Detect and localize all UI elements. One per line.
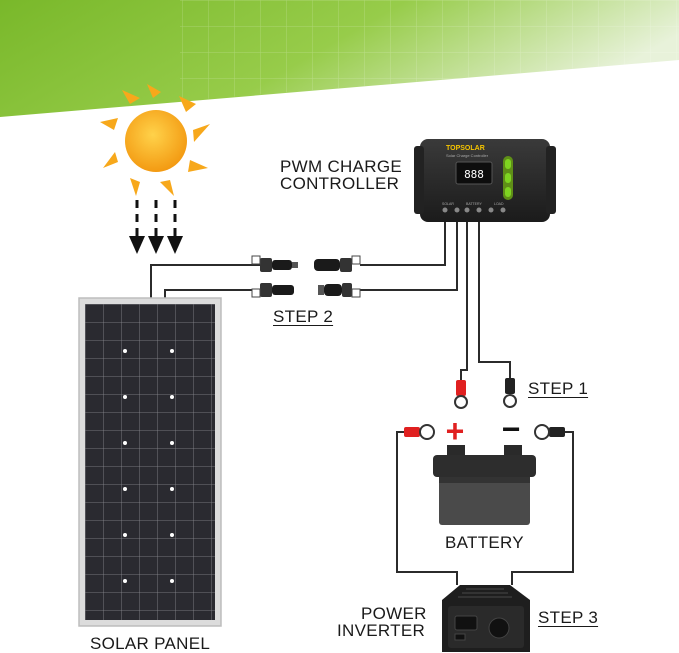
- step-2-label: STEP 2: [273, 307, 334, 326]
- step-3-label: STEP 3: [538, 608, 599, 627]
- battery-minus-sign: −: [502, 411, 521, 447]
- ring-terminal-icon: [404, 378, 565, 440]
- header-banner: [0, 0, 679, 117]
- controller-subtitle: Solar Charge Controller: [446, 153, 489, 158]
- inverter-label-line1: POWER: [361, 604, 427, 623]
- sun-icon: [100, 84, 210, 196]
- power-inverter: [442, 585, 530, 652]
- controller-port-load: LOAD: [494, 202, 504, 206]
- charge-controller: TOPSOLAR Solar Charge Controller 888 SOL…: [414, 139, 556, 222]
- controller-port-battery: BATTERY: [466, 202, 482, 206]
- controller-brand: TOPSOLAR: [446, 145, 485, 152]
- controller-display: 888: [464, 168, 484, 181]
- solar-panel-label: SOLAR PANEL: [90, 634, 211, 653]
- step-1-label: STEP 1: [528, 379, 589, 398]
- battery: [433, 445, 536, 525]
- inverter-label-line2: INVERTER: [337, 621, 426, 640]
- battery-label: BATTERY: [445, 533, 524, 552]
- sunlight-arrows-icon: [129, 200, 183, 254]
- wires: [150, 222, 574, 585]
- controller-label-line2: CONTROLLER: [280, 174, 400, 193]
- controller-label-line1: PWM CHARGE: [280, 157, 402, 176]
- controller-port-solar: SOLAR: [442, 202, 454, 206]
- battery-plus-sign: +: [446, 413, 465, 449]
- mc4-connector-icon: [251, 255, 361, 298]
- solar-panel: [78, 297, 222, 627]
